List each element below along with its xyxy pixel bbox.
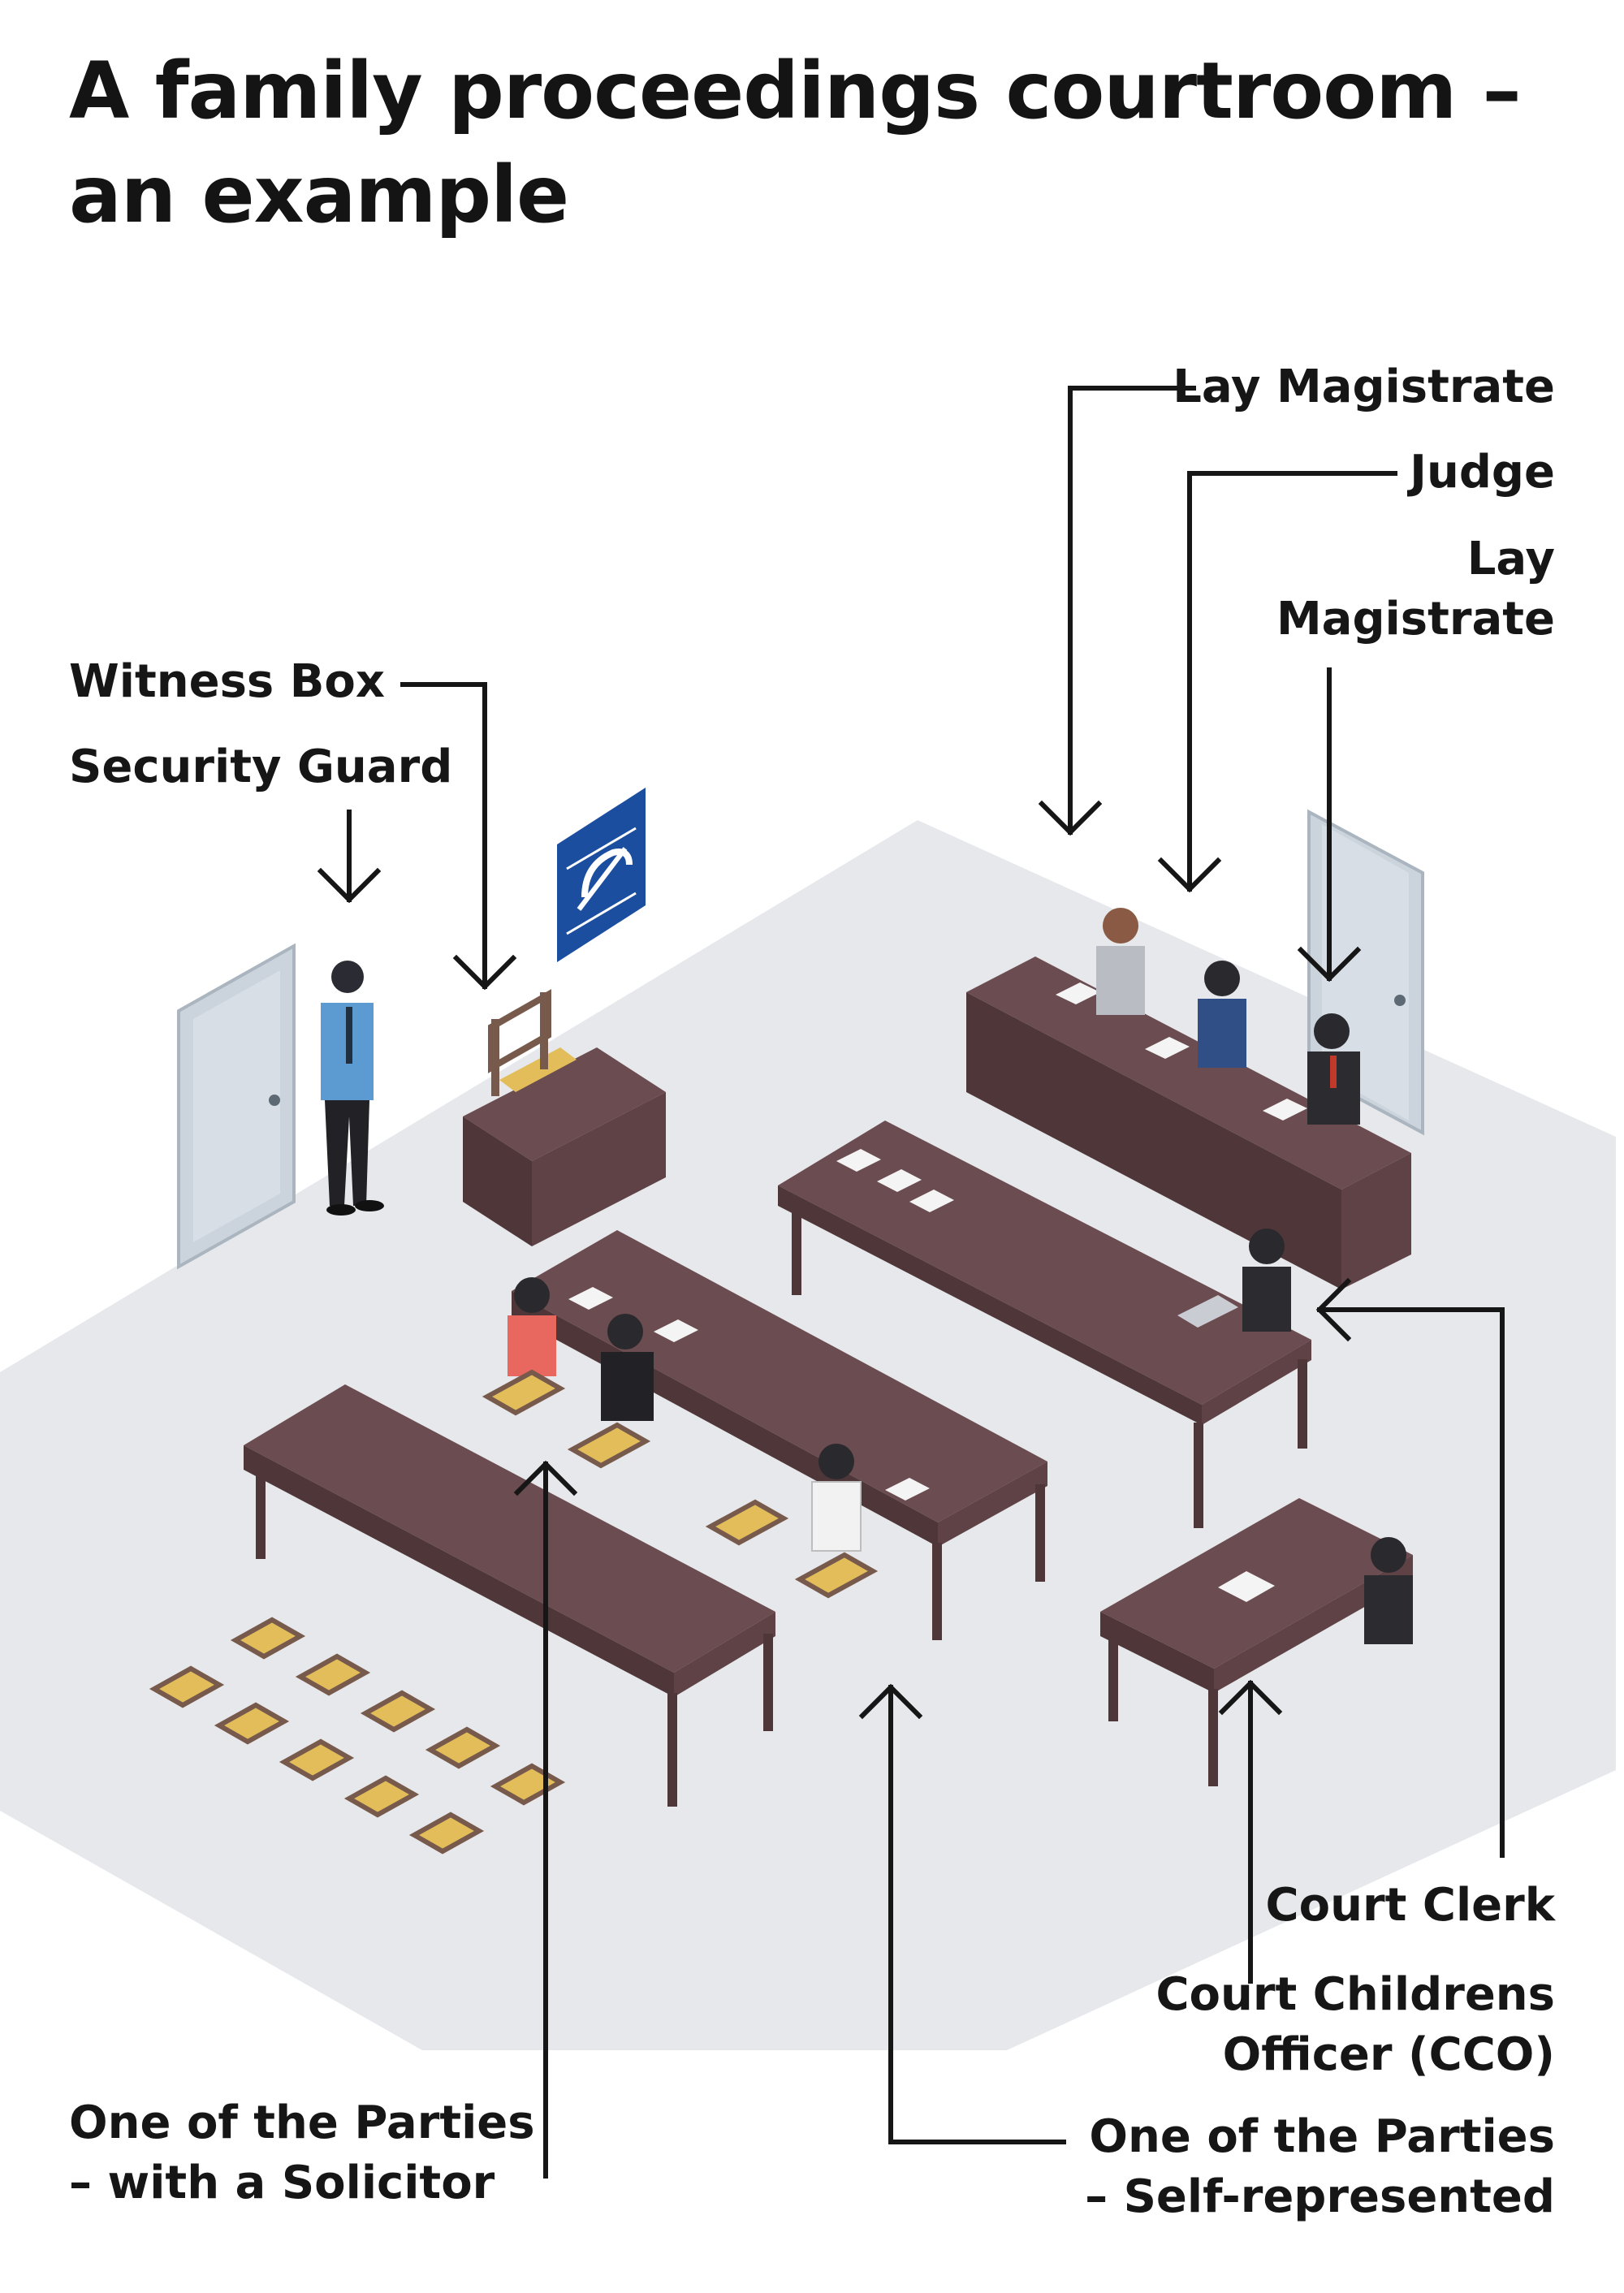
label-lay-magistrate-2-line2: Magistrate: [1276, 593, 1555, 646]
party-with-solicitor-figure: [508, 1277, 556, 1376]
label-witness-box: Witness Box: [69, 655, 386, 708]
party-chairs: [482, 1369, 879, 1599]
label-party-self-line2: – Self-represented: [1085, 2170, 1555, 2223]
label-judge: Judge: [1410, 446, 1555, 499]
label-party-self-line1: One of the Parties: [1089, 2110, 1555, 2163]
label-party-solicitor-line2: – with a Solicitor: [69, 2157, 495, 2209]
judge-arrow: [1187, 471, 1397, 892]
label-lay-magistrate-1: Lay Magistrate: [1173, 361, 1555, 413]
hearing-loop-sign-icon: [557, 788, 646, 962]
public-table: [244, 1384, 775, 1807]
label-cco-line2: Officer (CCO): [1222, 2028, 1555, 2081]
lay-magistrate-1-arrow: [1068, 386, 1196, 835]
clerk-table: [778, 1121, 1311, 1528]
leader-lines: [317, 386, 1505, 2179]
court-clerk-arrow: [1317, 1307, 1505, 1858]
label-court-clerk: Court Clerk: [1265, 1879, 1555, 1932]
judge-figure: [1198, 961, 1246, 1068]
left-door: [177, 943, 296, 1270]
label-lay-magistrate-2: Lay Magistrate: [1276, 529, 1555, 650]
label-cco-line1: Court Childrens: [1155, 1968, 1555, 2021]
witness-box-arrow: [400, 682, 487, 989]
cco-figure: [1364, 1537, 1413, 1644]
party-self-arrow: [888, 1685, 1066, 2144]
lay-magistrate-figure-1: [1096, 908, 1145, 1015]
label-cco: Court Childrens Officer (CCO): [1155, 1965, 1555, 2085]
label-lay-magistrate-2-line1: Lay: [1466, 533, 1555, 585]
magistrates-bench: [966, 956, 1411, 1289]
court-clerk-figure: [1177, 1229, 1291, 1332]
self-represented-party-figure: [811, 1444, 862, 1552]
solicitor-figure: [601, 1314, 654, 1421]
page-title: A family proceedings courtroom – an exam…: [69, 45, 1522, 240]
lay-magistrate-figure-2: [1307, 1013, 1360, 1125]
public-seating: [149, 1617, 566, 1855]
label-security-guard: Security Guard: [69, 741, 453, 793]
label-party-self: One of the Parties – Self-represented: [1085, 2107, 1555, 2227]
security-guard-figure: [321, 961, 384, 1216]
cco-table: [1100, 1498, 1413, 1786]
witness-box: [463, 989, 666, 1246]
label-party-solicitor: One of the Parties – with a Solicitor: [69, 2093, 535, 2213]
label-party-solicitor-line1: One of the Parties: [69, 2097, 535, 2149]
